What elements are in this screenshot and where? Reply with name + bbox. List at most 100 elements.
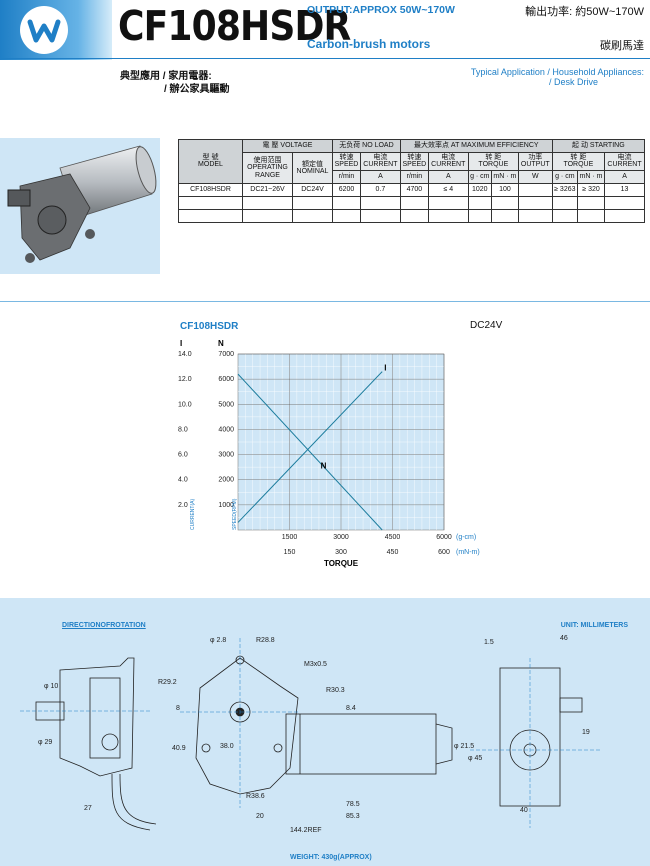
dim-d27: 27 <box>84 805 92 812</box>
motor-photo <box>0 138 160 274</box>
y-tick-label-speed: 7000 <box>218 351 234 358</box>
dim-d46: 46 <box>560 635 568 642</box>
logo-w-icon <box>22 8 66 52</box>
unit-label: UNIT: MILLIMETERS <box>560 622 628 629</box>
dim-d785: 78.5 <box>346 801 360 808</box>
section-divider <box>0 301 650 302</box>
series-line-I <box>237 371 383 523</box>
dim-r292: R29.2 <box>158 679 177 686</box>
y-tick-label-speed: 2000 <box>218 477 234 484</box>
output-cn: 輸出功率: 約50W~170W <box>525 6 644 18</box>
table-header-noload: 无负荷 NO LOAD <box>332 139 401 153</box>
y-axis-current-title: I <box>180 339 182 348</box>
table-cell: ≤ 4 <box>427 182 469 197</box>
table-header-efficiency: 最大效率点 AT MAXIMUM EFFICIENCY <box>399 139 553 153</box>
motor-type-cn: 碳刷馬達 <box>600 40 644 52</box>
y-tick-label-speed: 6000 <box>218 376 234 383</box>
y-tick-label-speed: 5000 <box>218 401 234 408</box>
y-tick-label-current: 4.0 <box>178 477 188 484</box>
y-tick-label-current: 14.0 <box>178 351 192 358</box>
weight-label: WEIGHT: 430g(APPROX) <box>290 854 372 861</box>
model-title: CF108HSDR <box>118 2 351 50</box>
x-axis-title: TORQUE <box>324 559 359 568</box>
y-tick-label-current: 6.0 <box>178 452 188 459</box>
dim-d1442: 144.2REF <box>290 827 322 834</box>
header-banner <box>0 0 112 60</box>
y-axis-speed-label: SPEED(RPM) <box>232 498 238 530</box>
dim-d15: 1.5 <box>484 639 494 646</box>
table-cell: 0.7 <box>359 182 401 197</box>
series-line-N <box>237 373 383 531</box>
chart-title: CF108HSDR <box>180 321 239 332</box>
dim-d215: φ 21.5 <box>454 743 474 750</box>
x-tick-label-mnm: 450 <box>387 549 399 556</box>
x-tick-label-gcm: 6000 <box>436 534 452 541</box>
x-tick-label-mnm: 300 <box>335 549 347 556</box>
table-cell: CF108HSDR <box>178 182 243 197</box>
y-tick-label-speed: 1000 <box>218 502 234 509</box>
table-row-empty <box>178 208 645 223</box>
table-cell <box>517 182 553 197</box>
x-unit-mnm: (mN-m) <box>456 549 480 556</box>
table-header-starting: 起 动 STARTING <box>551 139 646 153</box>
table-cell: 6200 <box>332 182 361 197</box>
unit-a: A <box>359 169 401 184</box>
table-row-empty <box>178 195 645 210</box>
table-cell: 1020 <box>467 182 492 197</box>
dim-d20: 20 <box>256 813 264 820</box>
table-row: CF108HSDR DC21~26V DC24V 6200 0.7 4700 ≤… <box>178 182 645 197</box>
y-tick-label-current: 2.0 <box>178 502 188 509</box>
direction-label: DIRECTIONOFROTATION <box>62 622 146 629</box>
table-cell: DC21~26V <box>242 182 293 197</box>
chart-voltage: DC24V <box>470 320 503 331</box>
unit-mnm: mN · m <box>576 169 606 184</box>
y-tick-label-current: 8.0 <box>178 426 188 433</box>
x-tick-label-gcm: 1500 <box>282 534 298 541</box>
dim-d380: 38.0 <box>220 743 234 750</box>
y-tick-label-speed: 4000 <box>218 426 234 433</box>
motor-illustration <box>7 145 157 263</box>
x-tick-label-mnm: 600 <box>438 549 450 556</box>
y-tick-label-current: 10.0 <box>178 401 192 408</box>
y-axis-speed-title: N <box>218 339 224 348</box>
x-tick-label-gcm: 3000 <box>333 534 349 541</box>
unit-rmin: r/min <box>399 169 429 184</box>
dim-d853: 85.3 <box>346 813 360 820</box>
table-header-voltage: 電 壓 VOLTAGE <box>242 139 333 153</box>
dim-d45: φ 45 <box>468 755 482 762</box>
x-tick-label-mnm: 150 <box>284 549 296 556</box>
dim-d10: φ 10 <box>44 683 58 690</box>
dim-m3: M3x0.5 <box>304 661 327 668</box>
dim-r303: R30.3 <box>326 687 345 694</box>
y-axis-current-label: CURRENT(A) <box>190 499 196 530</box>
table-cell: 13 <box>604 182 645 197</box>
brand-logo <box>20 6 68 54</box>
y-tick-label-current: 12.0 <box>178 376 192 383</box>
dim-d84: 8.4 <box>346 705 356 712</box>
table-cell: 100 <box>490 182 519 197</box>
table-cell: DC24V <box>292 182 333 197</box>
application-cn-1: 典型應用 / 家用電器: <box>120 71 212 82</box>
dim-d29: φ 29 <box>38 739 52 746</box>
unit-rmin: r/min <box>332 169 361 184</box>
dim-r28: R28.8 <box>256 637 275 644</box>
table-cell: ≥ 3263 <box>551 182 578 197</box>
dim-d28: φ 2.8 <box>210 637 226 644</box>
unit-gcm: g · cm <box>551 169 578 184</box>
unit-a: A <box>427 169 469 184</box>
series-label-n: N <box>321 462 327 471</box>
table-cell: 4700 <box>399 182 429 197</box>
application-en-1: Typical Application / Household Applianc… <box>470 67 644 77</box>
series-label-i: I <box>384 364 386 373</box>
header-divider <box>0 58 650 59</box>
